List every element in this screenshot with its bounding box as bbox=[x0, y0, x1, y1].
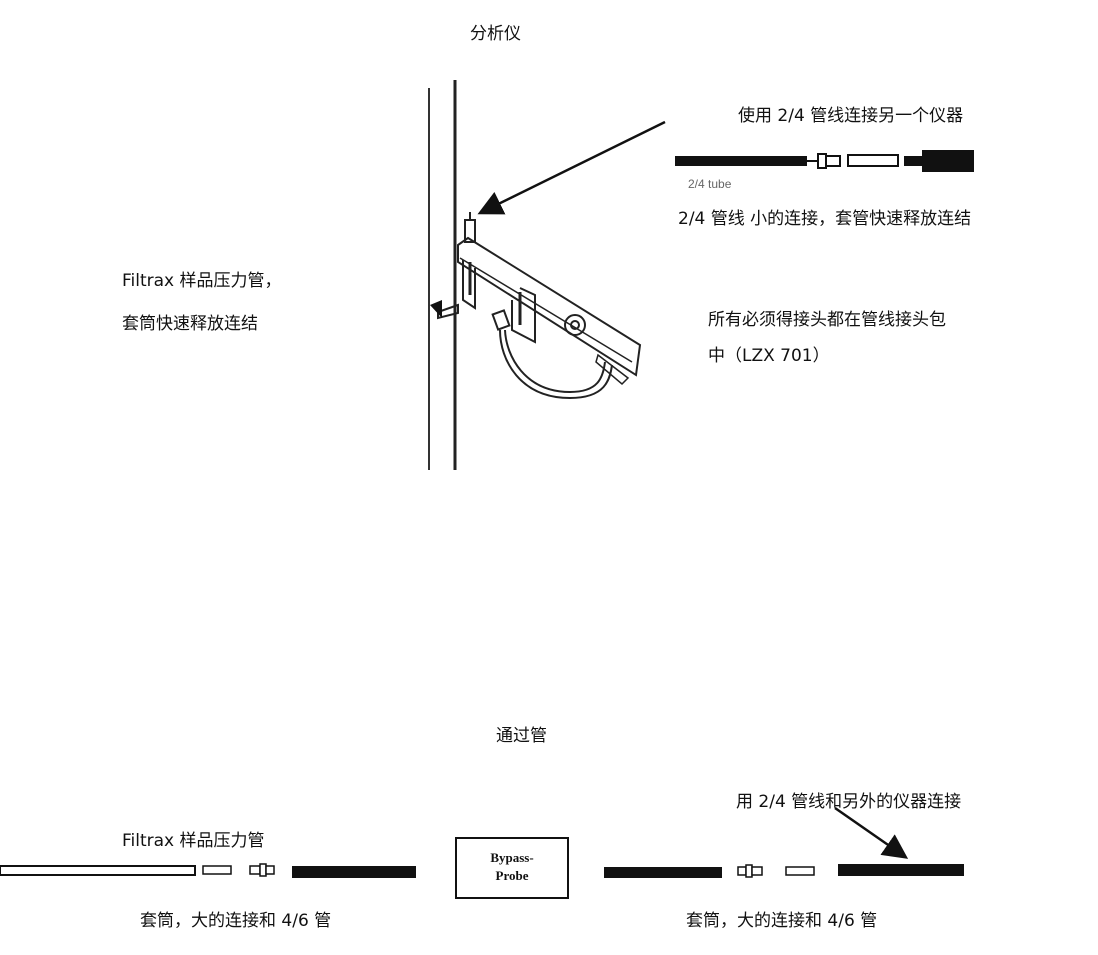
connect-other-instrument-label: 使用 2/4 管线连接另一个仪器 bbox=[738, 106, 964, 126]
bottom-connect-other-label: 用 2/4 管线和另外的仪器连接 bbox=[736, 792, 962, 812]
fittings-kit-label-line1: 所有必须得接头都在管线接头包 bbox=[708, 310, 946, 330]
left-connector-tube bbox=[292, 866, 416, 878]
bottom-filtrax-tube-label: Filtrax 样品压力管 bbox=[122, 831, 265, 851]
bypass-probe-box bbox=[455, 837, 569, 899]
left-sleeve-caption: 套筒，大的连接和 4/6 管 bbox=[140, 911, 332, 931]
pointer-arrow-top bbox=[477, 120, 666, 215]
sleeve-quick-release-label: 套筒快速释放连结 bbox=[122, 314, 258, 334]
bypass-probe-label-line2: Probe bbox=[496, 868, 529, 883]
right-connector-tube bbox=[604, 867, 722, 878]
right-sleeve-fittings bbox=[737, 864, 815, 878]
right-sleeve-caption: 套筒，大的连接和 4/6 管 bbox=[686, 911, 878, 931]
left-sleeve-fittings bbox=[202, 863, 275, 877]
small-connection-label: 2/4 管线 小的连接，套管快速释放连结 bbox=[678, 209, 972, 229]
tube-caption: 2/4 tube bbox=[688, 177, 732, 191]
bypass-probe-label-line1: Bypass- bbox=[490, 850, 533, 865]
bypass-title: 通过管 bbox=[496, 726, 547, 746]
connector-plate bbox=[437, 212, 642, 400]
analyzer-title: 分析仪 bbox=[470, 24, 521, 44]
left-sample-tube bbox=[0, 865, 196, 876]
small-tube-assembly bbox=[675, 150, 974, 172]
side-outlet-arrow bbox=[430, 300, 442, 318]
pointer-arrow-bottom bbox=[834, 806, 909, 859]
fittings-kit-label-line2: 中（LZX 701） bbox=[708, 346, 830, 366]
right-outlet-tube bbox=[838, 864, 964, 876]
filtrax-pressure-tube-label: Filtrax 样品压力管， bbox=[122, 271, 282, 291]
analyzer-wall bbox=[428, 80, 457, 470]
